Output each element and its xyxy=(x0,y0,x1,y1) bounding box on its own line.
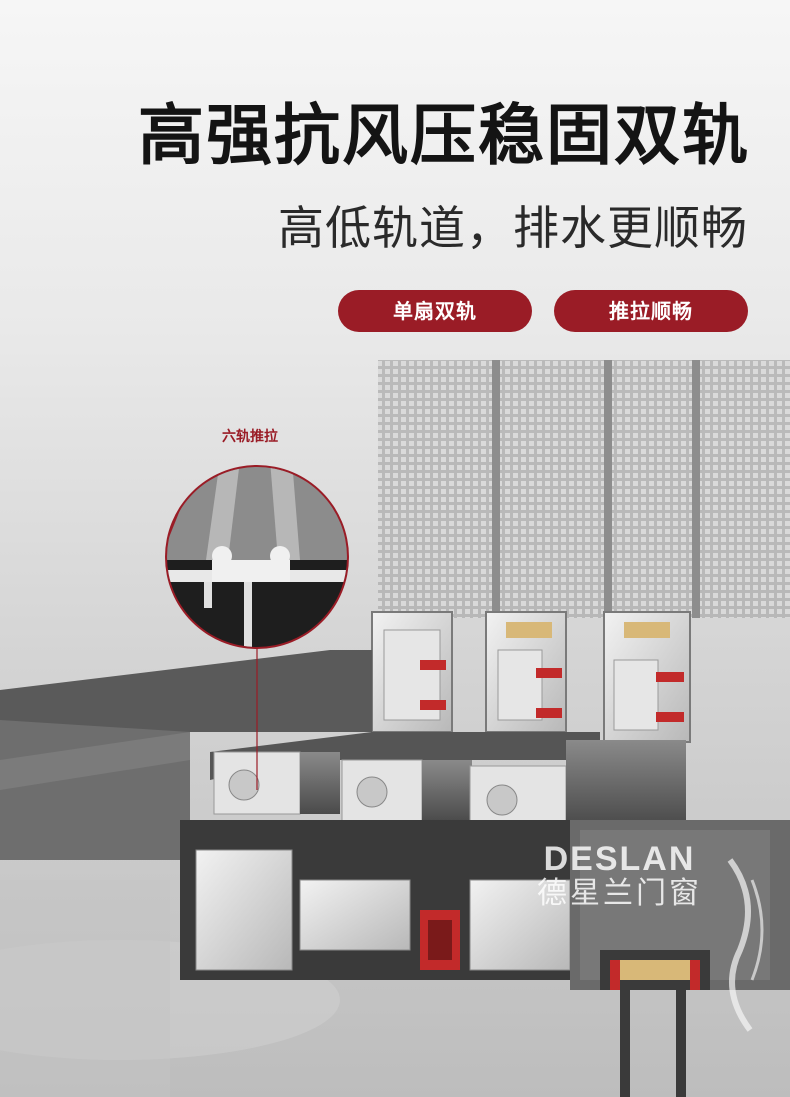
zoom-circle xyxy=(165,465,349,649)
tag-single-sash-double-track: 单扇双轨 xyxy=(338,290,532,332)
tag-smooth-sliding: 推拉顺畅 xyxy=(554,290,748,332)
sill-profile xyxy=(180,820,790,1097)
brand-name-en: DESLAN xyxy=(543,840,696,878)
brand-watermark: DESLAN 德星兰门窗 xyxy=(537,842,702,912)
callout-label: 六轨推拉 xyxy=(222,429,278,445)
subheadline: 高低轨道，排水更顺畅 xyxy=(278,201,748,255)
screen-mesh xyxy=(378,360,790,618)
headline: 高强抗风压稳固双轨 xyxy=(138,97,750,174)
sash-frames xyxy=(371,611,691,743)
brand-name-cn: 德星兰门窗 xyxy=(537,877,702,910)
track-beams xyxy=(210,732,686,833)
